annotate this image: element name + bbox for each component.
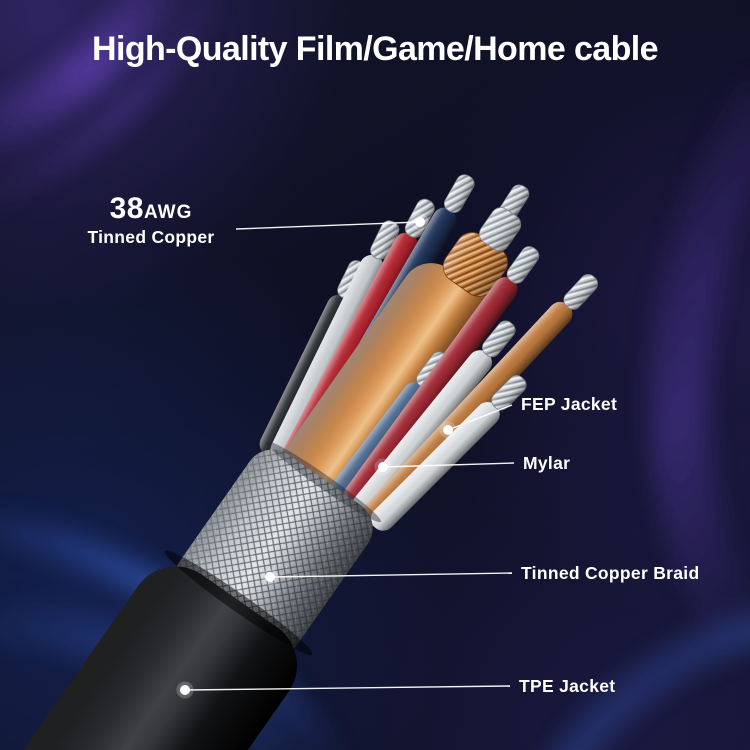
conductor-gauge: 38AWG — [64, 194, 238, 224]
callout-line-tpe — [184, 685, 511, 691]
conductor-gauge-size: 38 — [109, 192, 144, 225]
callout-line-awg — [235, 221, 421, 230]
callout-dots — [176, 213, 457, 699]
callout-line-fep — [447, 404, 513, 431]
callout-dot-awg — [415, 217, 425, 227]
conductor-material-label: Tinned Copper — [87, 227, 215, 247]
wire — [270, 220, 400, 462]
wire — [371, 375, 527, 531]
mylar-foil — [279, 207, 522, 520]
wire — [361, 274, 599, 527]
conductor-gauge-unit: AWG — [143, 202, 193, 223]
swoosh-top-left-2 — [0, 0, 221, 204]
inner-wires-front — [331, 246, 599, 531]
swoosh-top-left — [0, 0, 176, 152]
swoosh-right — [648, 74, 750, 682]
callout-dot-fep — [443, 425, 453, 435]
tpe-jacket — [0, 550, 313, 750]
wire — [352, 320, 516, 518]
callout-label-fep-jacket: FEP Jacket — [521, 394, 618, 414]
swoosh-bottom-right — [552, 611, 750, 750]
callout-dot-tpe — [180, 685, 190, 695]
callout-leaders — [184, 221, 515, 691]
callout-line-braid — [269, 572, 513, 578]
wire — [344, 246, 540, 507]
callout-label-mylar: Mylar — [523, 453, 571, 473]
cable — [0, 174, 599, 750]
callout-line-mylar — [382, 462, 515, 468]
callout-conductor: 38AWG Tinned Copper — [64, 194, 238, 248]
callout-dot-braid — [265, 572, 275, 582]
page-title: High-Quality Film/Game/Home cable — [92, 30, 658, 68]
callout-dot-mylar — [378, 462, 388, 472]
callout-label-tinned-copper-braid: Tinned Copper Braid — [521, 563, 700, 583]
callout-label-tpe-jacket: TPE Jacket — [519, 676, 616, 696]
